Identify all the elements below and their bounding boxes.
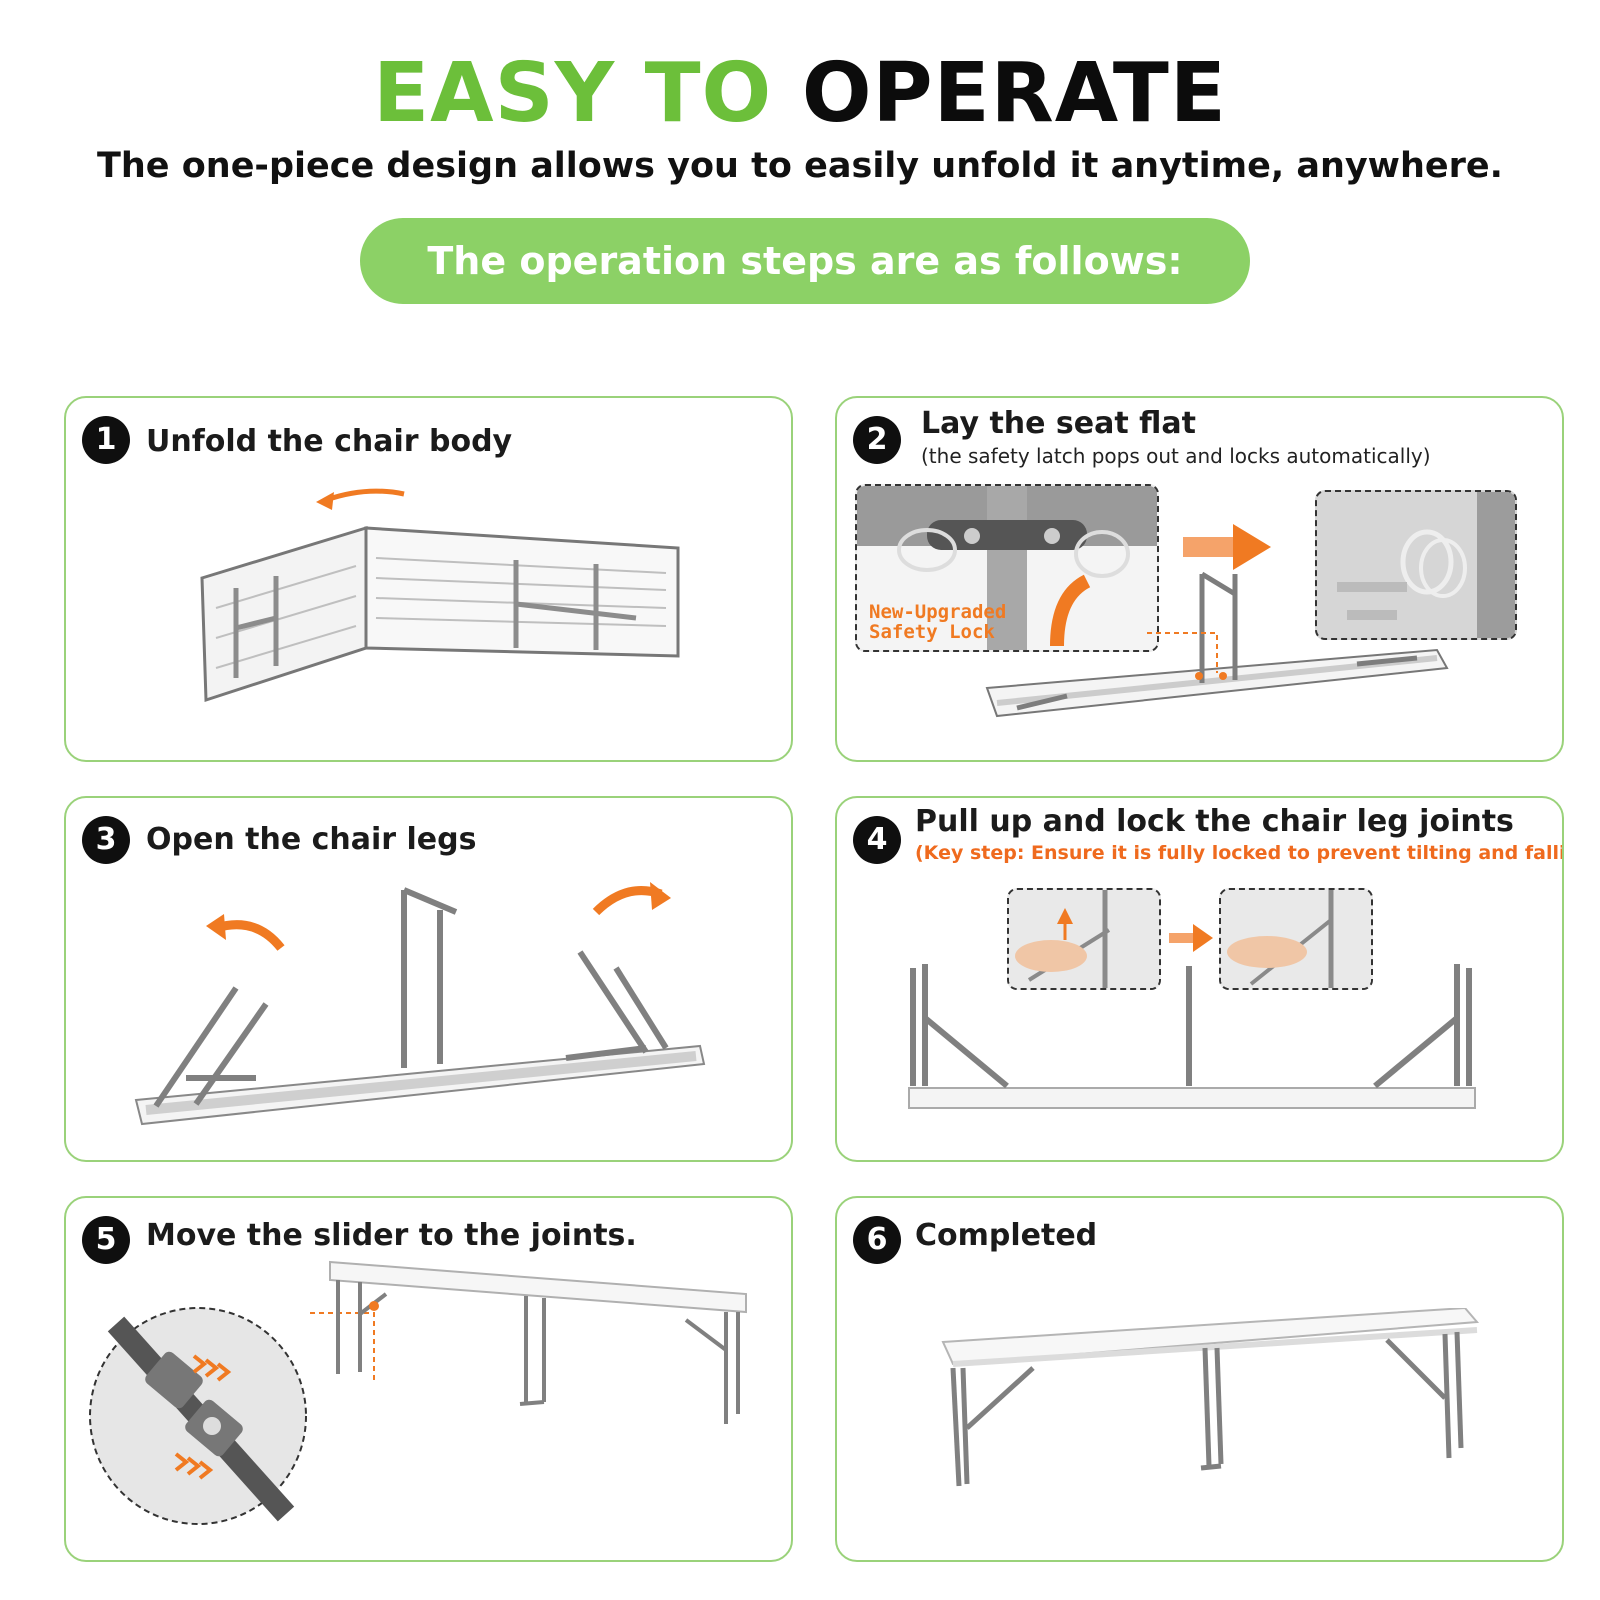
folded-bench-illustration <box>200 488 680 703</box>
step-note: (the safety latch pops out and locks aut… <box>921 444 1431 468</box>
step-card-6: 6 Completed <box>835 1196 1564 1562</box>
hand-locking-photo-1 <box>1007 888 1161 990</box>
headline-black: OPERATE <box>801 46 1227 141</box>
step-title: Pull up and lock the chair leg joints <box>915 804 1514 839</box>
orange-curved-arrow-icon <box>214 920 285 951</box>
step-title: Move the slider to the joints. <box>146 1218 637 1253</box>
step-title: Lay the seat flat <box>921 406 1196 441</box>
step-number-badge: 5 <box>82 1216 130 1264</box>
step-number-badge: 2 <box>853 416 901 464</box>
completed-bench-illustration <box>941 1308 1480 1487</box>
step-title: Unfold the chair body <box>146 424 513 459</box>
step-title: Completed <box>915 1218 1098 1253</box>
flat-bench-illustration <box>985 571 1449 718</box>
step-key-note: (Key step: Ensure it is fully locked to … <box>915 842 1564 864</box>
headline-subtitle: The one-piece design allows you to easil… <box>97 146 1503 186</box>
safety-lock-photo <box>857 486 1157 650</box>
step-card-5: 5 Move the slider to the joints. <box>64 1196 793 1562</box>
step-title: Open the chair legs <box>146 822 477 857</box>
step-number-badge: 1 <box>82 416 130 464</box>
orange-chevron-arrows-icon <box>174 1354 232 1480</box>
main-headline: EASY TO OPERATE <box>0 46 1600 141</box>
hand-locking-photo-2 <box>1219 888 1373 990</box>
steps-banner: The operation steps are as follows: <box>360 218 1250 304</box>
headline-green: EASY TO <box>373 46 773 141</box>
step-card-4: 4 Pull up and lock the chair leg joints … <box>835 796 1564 1162</box>
step-card-1: 1 Unfold the chair body <box>64 396 793 762</box>
orange-curved-arrow-icon <box>325 488 405 503</box>
step-number-badge: 6 <box>853 1216 901 1264</box>
orange-curved-arrow-icon <box>1050 574 1091 647</box>
step-card-3: 3 Open the chair legs <box>64 796 793 1162</box>
orange-right-arrow-icon <box>1169 924 1213 952</box>
open-legs-illustration <box>134 882 706 1126</box>
safety-lock-label: New-Upgraded Safety Lock <box>869 601 1007 643</box>
locked-legs-illustration <box>908 964 1476 1109</box>
step-card-2: 2 Lay the seat flat (the safety latch po… <box>835 396 1564 762</box>
step-number-badge: 4 <box>853 816 901 864</box>
step-number-badge: 3 <box>82 816 130 864</box>
slider-joint-closeup <box>89 1307 307 1525</box>
bench-slider-illustration <box>329 1260 747 1424</box>
safety-lock-closeup: New-Upgraded Safety Lock <box>855 484 1159 652</box>
orange-right-arrow-icon <box>1183 524 1271 570</box>
latch-closeup <box>1315 490 1517 640</box>
